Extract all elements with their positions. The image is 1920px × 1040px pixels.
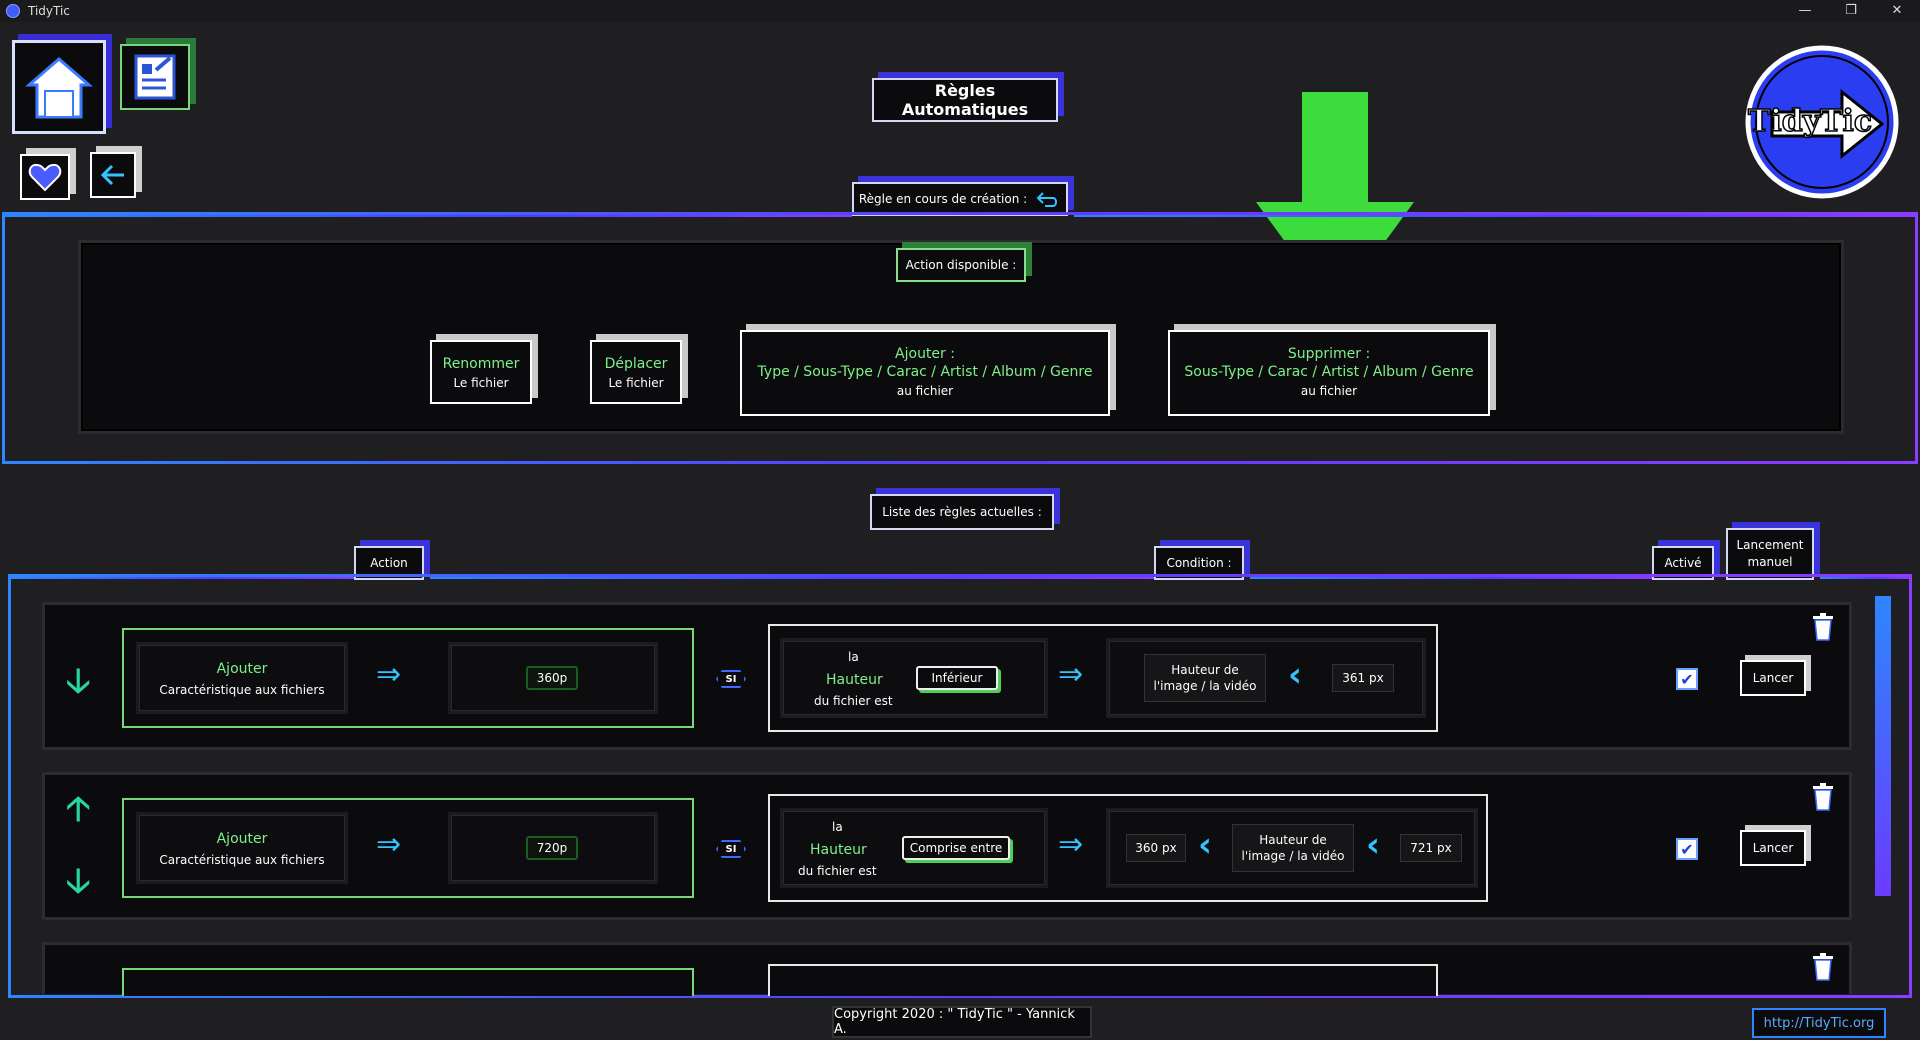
arrow-right-icon: ⇒ xyxy=(376,827,402,862)
cond-subject: Hauteur xyxy=(810,842,867,858)
active-checkbox[interactable]: ✔ xyxy=(1676,838,1698,860)
maximize-button[interactable]: ❐ xyxy=(1845,3,1857,18)
window-titlebar: TidyTic — ❐ ✕ xyxy=(0,0,1920,22)
heart-icon xyxy=(28,163,62,192)
undo-icon[interactable] xyxy=(1035,189,1061,209)
cond-value: 361 px xyxy=(1332,664,1394,692)
favorites-button[interactable] xyxy=(20,154,70,200)
less-than-icon: ‹ xyxy=(1288,655,1303,695)
cond-value: 721 px xyxy=(1400,834,1462,862)
delete-action-button[interactable]: Supprimer : Sous-Type / Carac / Artist /… xyxy=(1168,330,1490,416)
arrow-left-icon xyxy=(100,164,124,186)
cond-prefix: la xyxy=(848,650,859,664)
arrow-right-icon: ⇒ xyxy=(376,657,402,692)
home-icon xyxy=(24,57,94,119)
cond-min-value: 360 px xyxy=(1126,834,1186,862)
trash-icon[interactable] xyxy=(1810,952,1836,982)
cond-prefix: la xyxy=(832,820,843,834)
rule-action-type-box: Ajouter Caractéristique aux fichiers xyxy=(136,642,348,714)
si-badge: SI xyxy=(716,670,746,688)
rule-condition-subject-box xyxy=(780,638,1048,718)
header-manual-launch: Lancement manuel xyxy=(1726,528,1814,580)
action-available-label: Action disponible : xyxy=(896,248,1026,282)
rules-document-icon xyxy=(134,54,176,100)
rename-action-button[interactable]: Renommer Le fichier xyxy=(430,340,532,404)
si-badge: SI xyxy=(716,840,746,858)
move-up-arrow-icon[interactable]: 🡡 xyxy=(66,789,91,829)
close-button[interactable]: ✕ xyxy=(1891,3,1903,18)
back-button[interactable] xyxy=(90,152,136,198)
footer-link[interactable]: http://TidyTic.org xyxy=(1752,1008,1886,1038)
home-button[interactable] xyxy=(12,40,106,134)
rule-action-value: 720p xyxy=(526,836,578,860)
cond-operator-select[interactable]: Inférieur xyxy=(916,666,998,690)
trash-icon[interactable] xyxy=(1810,612,1836,642)
launch-button[interactable]: Lancer xyxy=(1740,660,1806,696)
rules-scrollbar[interactable] xyxy=(1875,596,1891,896)
cond-field: Hauteur de l'image / la vidéo xyxy=(1144,654,1266,702)
launch-button[interactable]: Lancer xyxy=(1740,830,1806,866)
arrow-right-icon: ⇒ xyxy=(1058,827,1084,862)
rules-list-label: Liste des règles actuelles : xyxy=(870,494,1054,530)
less-than-icon: ‹ xyxy=(1198,825,1213,865)
rule-action-value: 360p xyxy=(526,666,578,690)
move-down-arrow-icon[interactable]: 🡣 xyxy=(66,861,91,901)
move-down-arrow-icon[interactable]: 🡣 xyxy=(66,661,91,701)
cond-operator-select[interactable]: Comprise entre xyxy=(902,836,1010,860)
active-checkbox[interactable]: ✔ xyxy=(1676,668,1698,690)
add-action-button[interactable]: Ajouter : Type / Sous-Type / Carac / Art… xyxy=(740,330,1110,416)
less-than-icon: ‹ xyxy=(1366,825,1381,865)
rules-button[interactable] xyxy=(120,44,190,110)
minimize-button[interactable]: — xyxy=(1798,3,1812,18)
tidytic-logo: TidyTic xyxy=(1742,42,1902,202)
window-title: TidyTic xyxy=(28,4,70,18)
cond-suffix: du fichier est xyxy=(814,694,893,708)
move-action-button[interactable]: Déplacer Le fichier xyxy=(590,340,682,404)
cond-subject: Hauteur xyxy=(826,672,883,688)
rule-action-type-box: Ajouter Caractéristique aux fichiers xyxy=(136,812,348,884)
rule-action-box xyxy=(122,968,694,996)
app-icon xyxy=(6,4,20,18)
footer-copyright: Copyright 2020 : " TidyTic " - Yannick A… xyxy=(832,1006,1092,1038)
arrow-right-icon: ⇒ xyxy=(1058,657,1084,692)
cond-field: Hauteur de l'image / la vidéo xyxy=(1232,824,1354,872)
page-title: Règles Automatiques xyxy=(872,78,1058,122)
rule-condition-box xyxy=(768,964,1438,996)
cond-suffix: du fichier est xyxy=(798,864,877,878)
creation-label: Règle en cours de création : xyxy=(852,182,1068,216)
trash-icon[interactable] xyxy=(1810,782,1836,812)
logo-text: TidyTic xyxy=(1747,103,1873,140)
